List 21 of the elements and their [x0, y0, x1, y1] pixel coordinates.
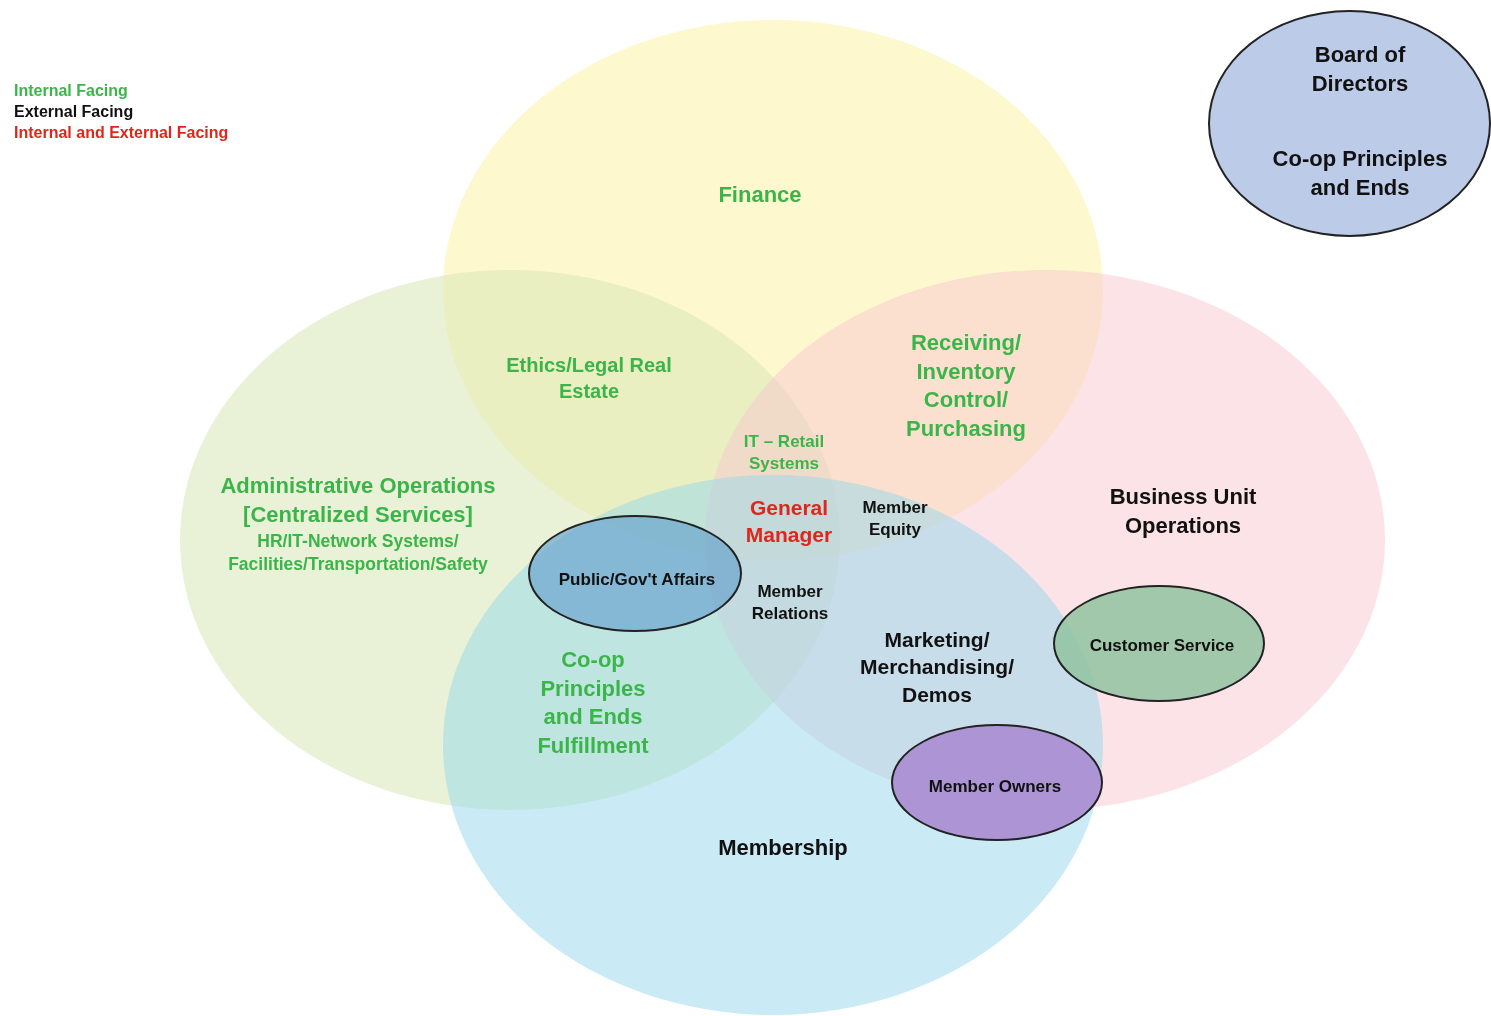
overlap-label: Member Relations	[750, 580, 830, 625]
overlap-label: Member Equity	[861, 496, 929, 541]
circle-label: Board of Directors	[1310, 41, 1410, 98]
overlap-label: General Manager	[744, 494, 834, 548]
legend-text: Internal and External Facing	[14, 124, 229, 142]
overlap-label: Marketing/ Merchandising/ Demos	[859, 627, 1015, 708]
overlap-label: Co-op Principles and Ends Fulfillment	[536, 645, 650, 760]
overlap-label: IT – Retail Systems	[742, 430, 826, 475]
circle-label: Administrative Operations [Centralized Services]	[219, 472, 497, 529]
circle-label: Membership	[717, 833, 849, 862]
circle-label: HR/IT-Network Systems/ Facilities/Transportation/Safety	[227, 530, 489, 576]
circle-label: Public/Gov't Affairs	[557, 568, 717, 591]
circle-label: Co-op Principles and Ends	[1271, 145, 1449, 202]
circle-label: Member Owners	[927, 775, 1063, 798]
overlap-label: Ethics/Legal Real Estate	[505, 353, 673, 404]
legend-text: Internal Facing	[14, 82, 129, 100]
circle-label: Business Unit Operations	[1108, 483, 1258, 540]
circle-label: Finance	[717, 180, 803, 209]
overlap-label: Receiving/ Inventory Control/ Purchasing	[905, 328, 1027, 443]
legend-text: External Facing	[14, 103, 135, 121]
circle-label: Customer Service	[1088, 634, 1236, 657]
